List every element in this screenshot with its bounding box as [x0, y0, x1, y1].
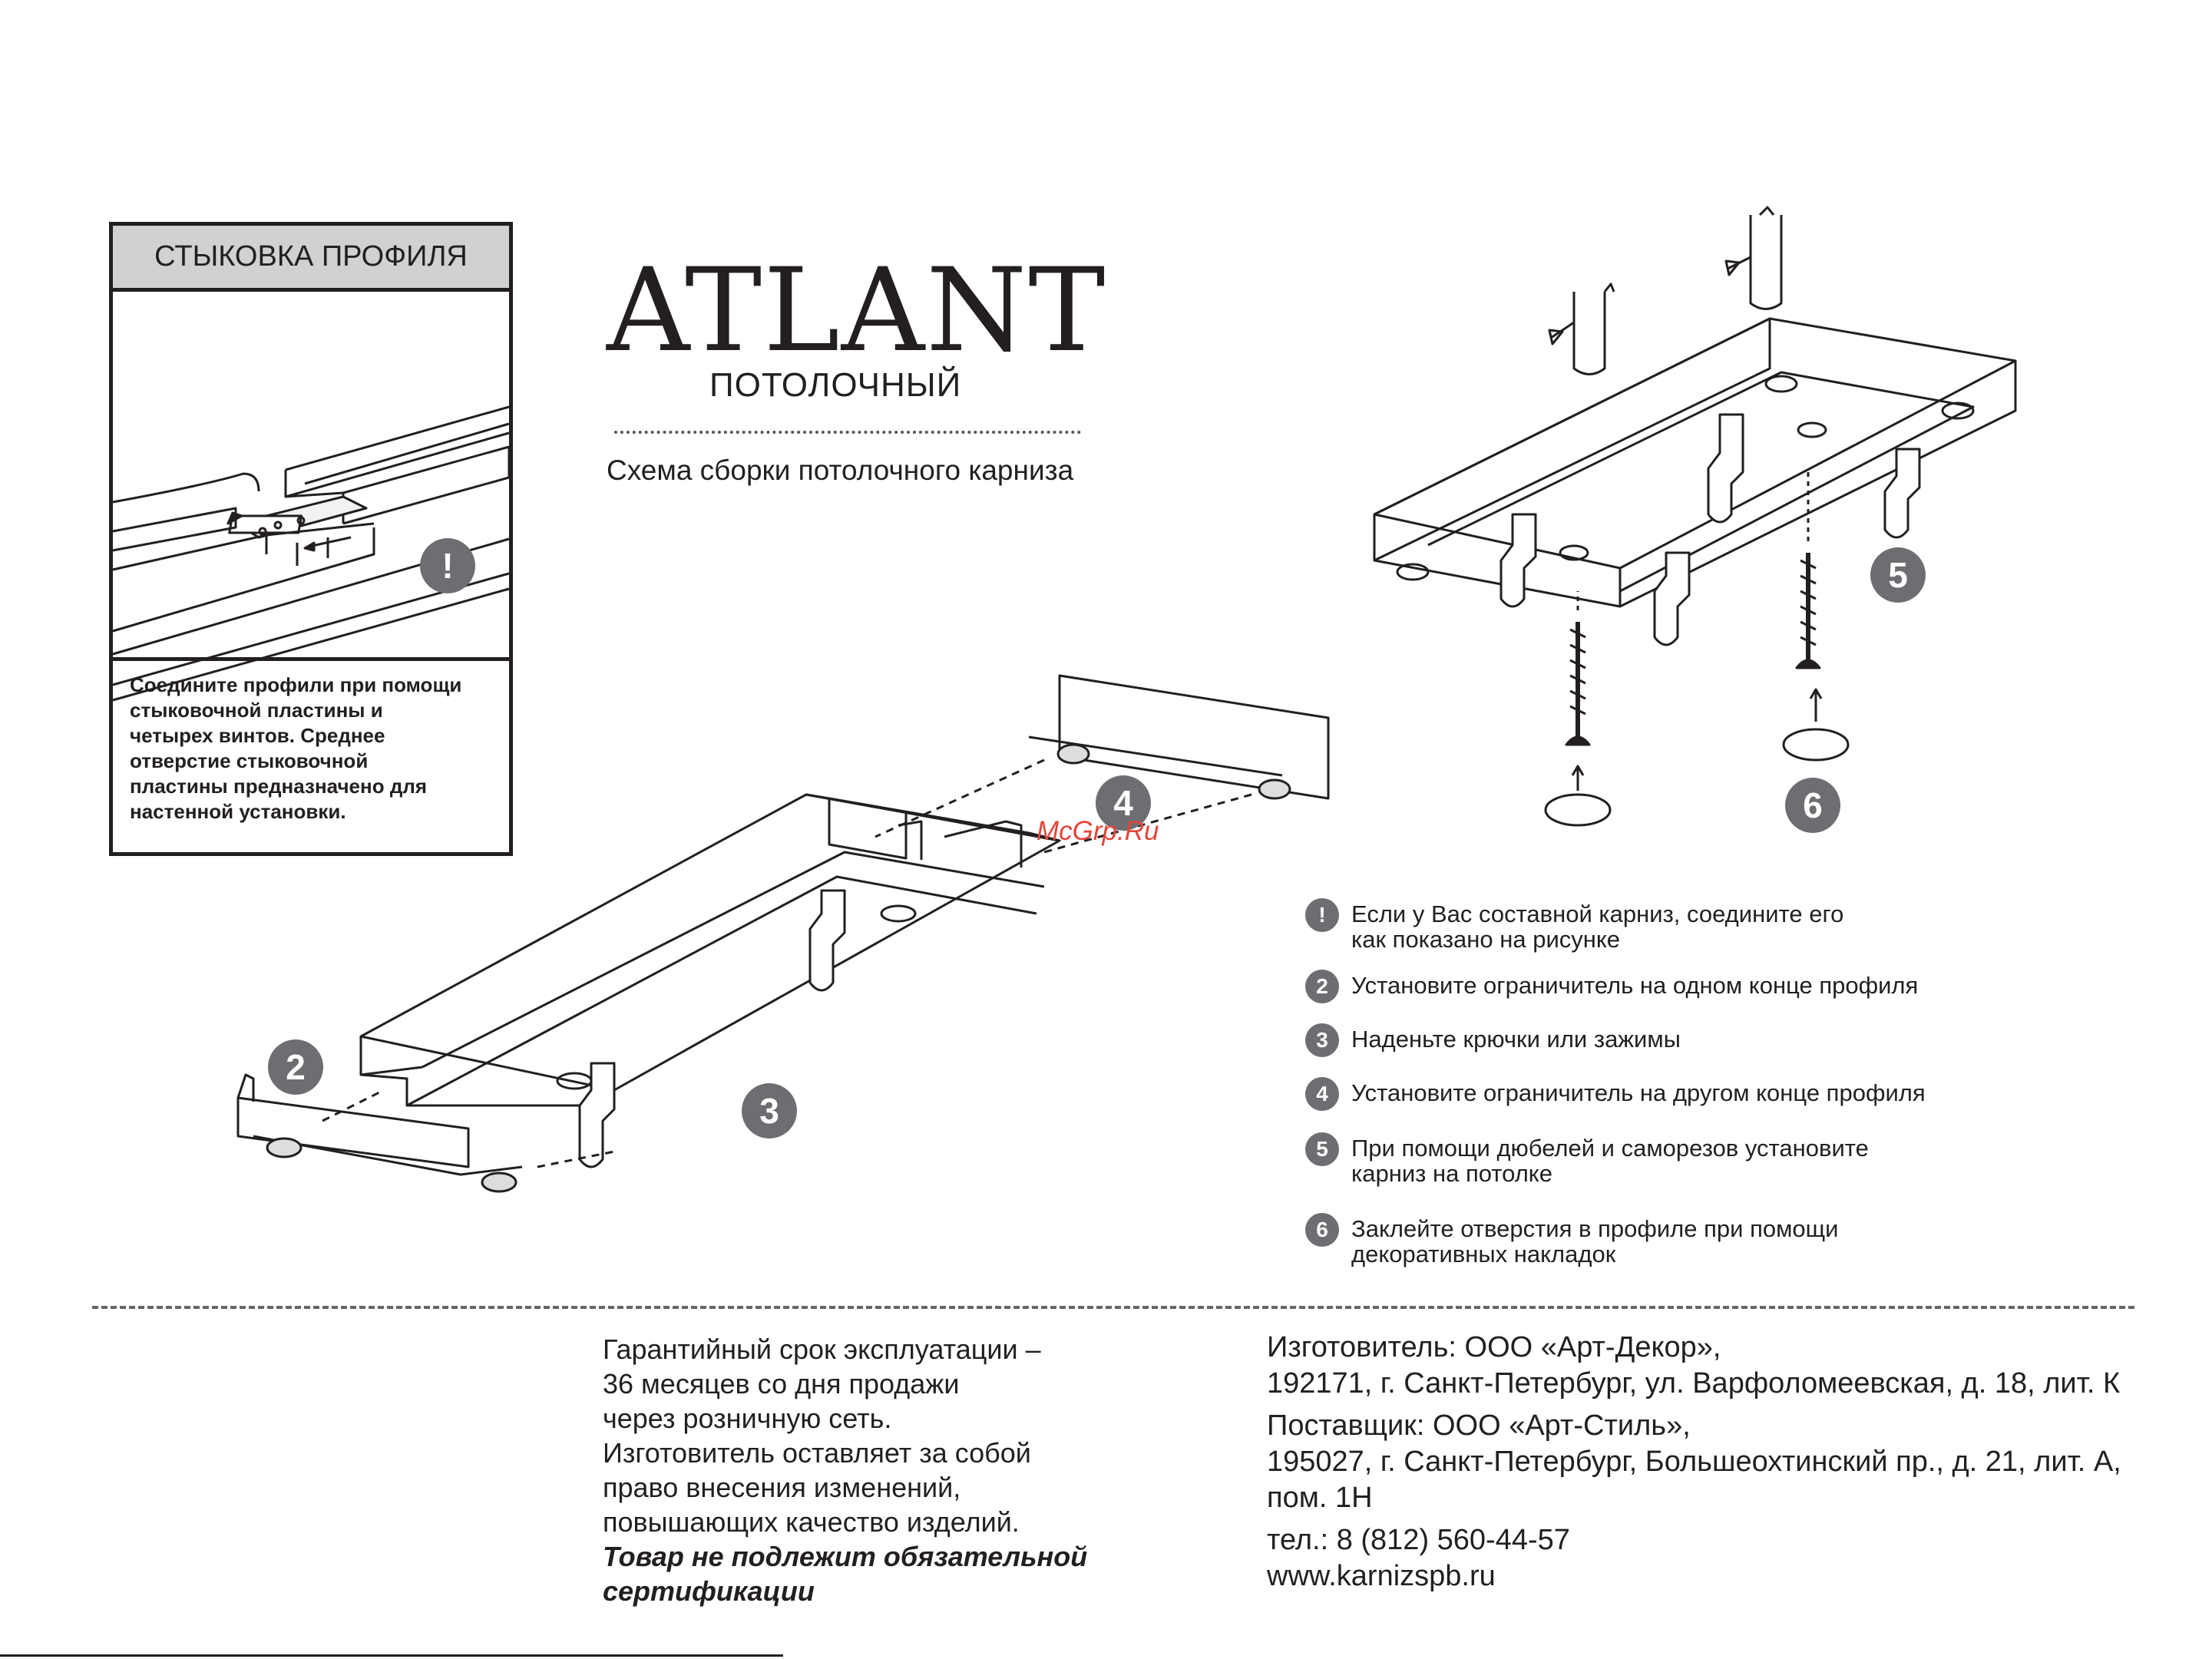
- step-badge: 2: [1305, 970, 1339, 1003]
- phone: тел.: 8 (812) 560-44-57: [1267, 1524, 1570, 1556]
- supplier-name: Поставщик: ООО «Арт-Стиль»,: [1267, 1409, 1691, 1442]
- step-badge: !: [1305, 898, 1339, 932]
- profile-joining-title: СТЫКОВКА ПРОФИЛЯ: [113, 226, 509, 292]
- badge-step-5: 5: [1870, 547, 1926, 603]
- step-badge: 4: [1305, 1077, 1339, 1111]
- badge-step-2: 2: [268, 1039, 323, 1095]
- step-text: При помощи дюбелей и саморезов установит…: [1351, 1135, 1869, 1187]
- assembly-illustration: [236, 674, 1330, 1193]
- supplier-address: 195027, г. Санкт-Петербург, Большеохтинс…: [1267, 1446, 2121, 1478]
- step-badge: 5: [1305, 1132, 1339, 1166]
- warranty-line: 36 месяцев со дня продажи: [603, 1368, 960, 1400]
- watermark: McGrp.Ru: [1037, 816, 1159, 846]
- website-link[interactable]: www.karnizspb.ru: [1267, 1560, 1496, 1592]
- step-text: Наденьте крючки или зажимы: [1351, 1026, 1681, 1053]
- step-badge: 6: [1305, 1213, 1339, 1247]
- brand-subtitle: ПОТОЛОЧНЫЙ: [709, 366, 962, 404]
- certification-note: Товар не подлежит обязательной: [603, 1541, 1088, 1572]
- brand-divider: [614, 431, 1081, 434]
- bottom-rule: [0, 1654, 783, 1657]
- warranty-line: Изготовитель оставляет за собой: [603, 1437, 1031, 1469]
- inset-warning-badge: !: [420, 538, 475, 593]
- step-item-5: 5 При помощи дюбелей и саморезов установ…: [1305, 1132, 1869, 1186]
- brand-caption: Схема сборки потолочного карниза: [607, 454, 1074, 486]
- step-text: Установите ограничитель на одном конце п…: [1351, 972, 1919, 999]
- manufacturer-address: 192171, г. Санкт-Петербург, ул. Варфолом…: [1267, 1367, 2121, 1400]
- badge-step-6: 6: [1785, 778, 1840, 833]
- certification-note: сертификации: [603, 1575, 815, 1607]
- warranty-line: повышающих качество изделий.: [603, 1506, 1020, 1538]
- step-badge: 3: [1305, 1023, 1339, 1057]
- badge-step-4: 4: [1096, 775, 1151, 831]
- step-item-3: 3 Наденьте крючки или зажимы: [1305, 1023, 1681, 1057]
- step-text: Если у Вас составной карниз, соедините е…: [1351, 901, 1844, 953]
- warranty-line: право внесения изменений,: [603, 1472, 961, 1503]
- warranty-line: через розничную сеть.: [603, 1403, 892, 1434]
- step-item-4: 4 Установите ограничитель на другом конц…: [1305, 1077, 1926, 1111]
- warranty-block: Гарантийный срок эксплуатации – 36 месяц…: [603, 1332, 1140, 1608]
- footer-divider: [92, 1306, 2134, 1309]
- step-text: Установите ограничитель на другом конце …: [1351, 1079, 1926, 1106]
- supplier-address: пом. 1Н: [1267, 1482, 1373, 1514]
- badge-step-3: 3: [742, 1083, 797, 1138]
- step-item-6: 6 Заклейте отверстия в профиле при помощ…: [1305, 1213, 1838, 1267]
- step-text: Заклейте отверстия в профиле при помощи …: [1351, 1215, 1839, 1267]
- profile-joining-description: Соедините профили при помощи стыковочной…: [130, 673, 462, 823]
- brand-logo: ATLANT: [607, 244, 1107, 378]
- step-item-1: ! Если у Вас составной карниз, соедините…: [1305, 898, 1843, 952]
- manufacturer-name: Изготовитель: ООО «Арт-Декор»,: [1267, 1331, 1721, 1363]
- warranty-line: Гарантийный срок эксплуатации –: [603, 1333, 1041, 1365]
- inset-divider: [113, 657, 509, 661]
- profile-joining-box: СТЫКОВКА ПРОФИЛЯ ! Соедините п: [109, 222, 513, 856]
- ceiling-mount-illustration: [1373, 206, 2017, 827]
- step-item-2: 2 Установите ограничитель на одном конце…: [1305, 970, 1918, 1003]
- contacts-block: Изготовитель: ООО «Арт-Декор», 192171, г…: [1267, 1330, 2173, 1595]
